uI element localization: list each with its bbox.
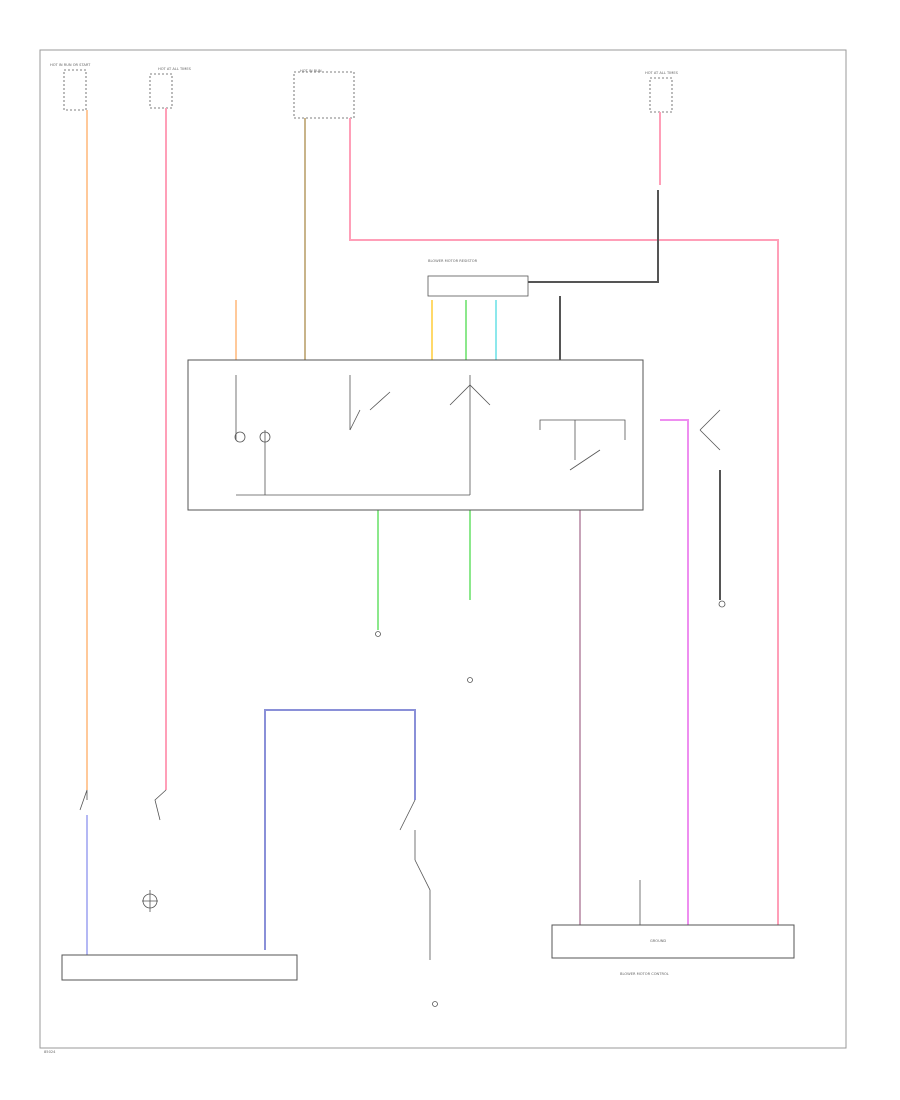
wire-pink-top-loop bbox=[349, 118, 779, 925]
label-ground: GROUND bbox=[650, 939, 666, 943]
ground-point-lower-center bbox=[432, 1001, 438, 1007]
label-blower-motor-control: BLOWER MOTOR CONTROL bbox=[620, 972, 669, 976]
switch-lower-left bbox=[79, 789, 88, 811]
motor-symbol bbox=[142, 890, 158, 912]
fuse-block-left bbox=[63, 69, 87, 111]
label-hot-in-run: HOT IN RUN bbox=[300, 69, 322, 73]
ground-point-green bbox=[375, 631, 381, 637]
label-blower-motor-resistor: BLOWER MOTOR RESISTOR bbox=[428, 259, 478, 263]
relay-box-right bbox=[539, 419, 626, 471]
fuse-block-center bbox=[293, 71, 355, 119]
diagram-frame bbox=[39, 49, 847, 1049]
fuse-block-mid bbox=[149, 73, 173, 109]
lower-left-module bbox=[61, 954, 298, 981]
label-hot-at-all-times-right: HOT AT ALL TIMES bbox=[645, 71, 679, 75]
footer-code: 85024 bbox=[44, 1050, 56, 1054]
module-lamp-right bbox=[259, 431, 271, 443]
blower-switch-module bbox=[187, 359, 644, 511]
wire-steel-blue-loop bbox=[264, 709, 416, 950]
module-lamp-left bbox=[234, 431, 246, 443]
right-ground-connector bbox=[699, 409, 721, 451]
switch-arm-right bbox=[449, 384, 491, 406]
resistor-box bbox=[427, 275, 529, 297]
wire-magenta bbox=[660, 419, 689, 925]
blower-motor-control-module bbox=[551, 924, 795, 959]
fuse-block-right bbox=[649, 77, 673, 113]
switch-arm-left bbox=[349, 391, 391, 431]
ground-point-center bbox=[467, 677, 473, 683]
ground-point-right bbox=[718, 600, 726, 608]
switch-lower-center-2 bbox=[414, 859, 431, 960]
label-hot-at-all-times-left: HOT AT ALL TIMES bbox=[158, 67, 192, 71]
label-hot-in-run-or-start: HOT IN RUN OR START bbox=[50, 63, 91, 67]
motor-circle bbox=[142, 893, 158, 909]
wire-black-right bbox=[528, 190, 659, 283]
switch-lower-mid bbox=[154, 789, 167, 821]
module-internal-left bbox=[235, 375, 471, 496]
switch-lower-center-1 bbox=[399, 799, 416, 860]
